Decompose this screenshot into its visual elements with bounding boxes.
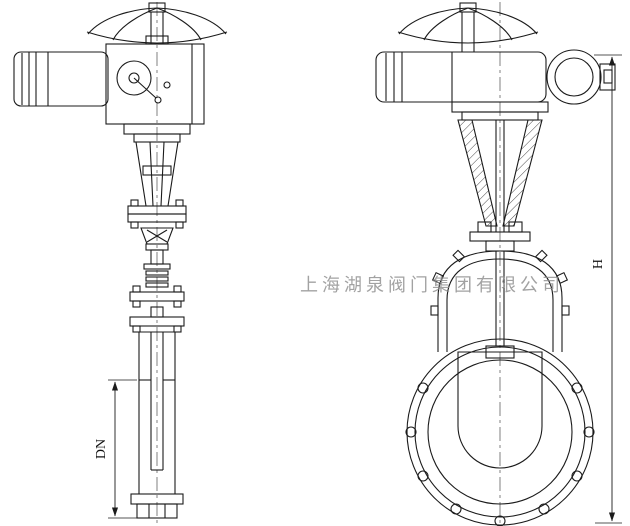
- h-dimension-label: H: [591, 259, 606, 269]
- handwheel-front: [397, 2, 539, 52]
- gland-front: [469, 221, 531, 252]
- bonnet-front: [430, 249, 570, 352]
- yoke-side: [135, 141, 179, 207]
- packing-gland-side: [140, 227, 174, 288]
- dn-dimension: [108, 379, 137, 519]
- left-view: [13, 2, 228, 524]
- actuator-side: [13, 35, 205, 125]
- handwheel-side: [86, 2, 228, 44]
- stem-flange-side: [127, 199, 187, 229]
- watermark-text: 上海湖泉阀门集团有限公司: [300, 275, 564, 296]
- bonnet-flanges-side: [129, 285, 185, 333]
- right-view: [375, 2, 616, 526]
- yoke-front: [457, 119, 543, 232]
- valve-body-front: [405, 338, 595, 526]
- valve-body-side: [130, 331, 184, 519]
- h-dimension: [594, 54, 622, 524]
- gate-front: [457, 251, 543, 469]
- actuator-front: [375, 49, 616, 121]
- dn-dimension-label: DN: [94, 439, 109, 459]
